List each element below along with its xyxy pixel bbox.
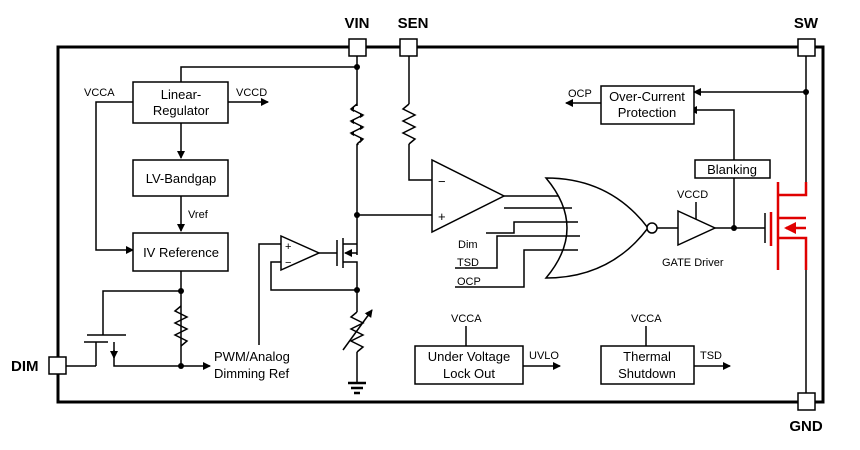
pwm-label-2: Dimming Ref [214,366,290,381]
blanking-label: Blanking [707,162,757,177]
ocp-block: Over-Current Protection [600,85,695,125]
lv-bandgap-block: LV-Bandgap [132,159,229,197]
blanking-block: Blanking [694,159,771,179]
comparator: − + [431,158,506,234]
sense-variable-resistor [349,311,365,353]
uvlo-output-label: UVLO [529,350,559,362]
tsd-input-label: TSD [457,257,479,269]
pin-sen-label: SEN [398,15,429,32]
ic-outline [56,45,825,404]
uvlo-label-1: Under Voltage [428,349,510,364]
gate-driver-label: GATE Driver [662,257,724,269]
pin-dim: DIM [11,356,67,375]
pin-dim-label: DIM [11,358,39,375]
tsd-label-1: Thermal [623,349,671,364]
ocp-label-1: Over-Current [609,89,685,104]
uvlo-label-2: Lock Out [443,366,495,381]
thermal-shutdown-block: Thermal Shutdown [600,345,695,385]
dim-input-label: Dim [458,239,478,251]
ocp-input-label: OCP [457,276,481,288]
pin-gnd-label: GND [789,418,823,435]
nor-gate [544,177,658,279]
vccd-driver-label: VCCD [677,189,708,201]
linear-regulator-block: Linear- Regulator [132,81,229,124]
pin-vin-label: VIN [344,15,369,32]
pin-sen: SEN [398,15,429,57]
linear-regulator-label-1: Linear- [161,87,201,102]
linear-regulator-label-2: Regulator [153,103,210,118]
vcca-tsd-label: VCCA [631,313,662,325]
vref-label: Vref [188,209,209,221]
pin-vin: VIN [344,15,370,57]
vin-resistor-zig [349,103,365,145]
ocp-output-label: OCP [568,88,592,100]
sen-resistor [401,103,417,145]
pin-sw: SW [794,15,819,57]
opamp-minus: − [285,257,291,269]
vcca-left-label: VCCA [84,87,115,99]
comparator-minus: − [438,174,446,189]
comparator-plus: + [438,209,446,224]
tsd-label-2: Shutdown [618,366,676,381]
ocp-label-2: Protection [618,105,677,120]
tsd-output-label: TSD [700,350,722,362]
pwm-label-1: PWM/Analog [214,349,290,364]
opamp-plus: + [285,241,291,253]
gate-driver [677,209,717,247]
iv-reference-label: IV Reference [143,245,219,260]
iv-reference-block: IV Reference [132,232,229,272]
pin-gnd: GND [789,392,823,435]
ground-symbol [348,381,366,395]
power-mosfet [769,182,808,270]
lv-bandgap-label: LV-Bandgap [146,171,217,186]
pin-sw-label: SW [794,15,819,32]
vcca-uvlo-label: VCCA [451,313,482,325]
vccd-reg-label: VCCD [236,87,267,99]
iv-resistor [173,305,189,347]
uvlo-block: Under Voltage Lock Out [414,345,524,385]
opamp: + − [280,234,321,272]
